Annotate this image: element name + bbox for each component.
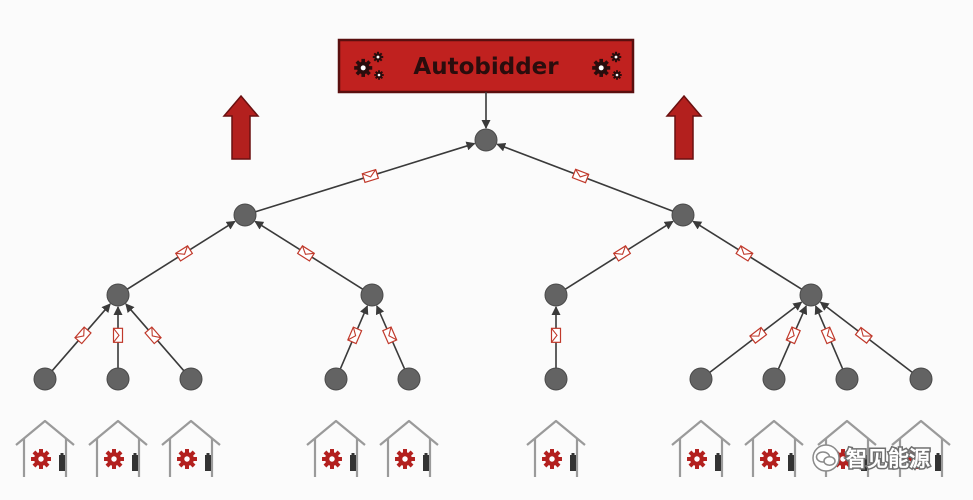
envelope-icon [612,245,632,262]
envelope-icon [854,326,873,344]
tree-node [544,283,568,307]
house-icon [671,419,731,477]
battery-icon [205,453,211,471]
battery-icon [861,453,867,471]
envelope-icon [74,326,92,345]
gear-icon [104,449,124,469]
house-icon [306,419,366,477]
envelope-icon [820,326,836,345]
envelope-icon [296,245,316,262]
battery-icon [935,453,941,471]
house-icon [744,419,804,477]
gear-icon [687,449,707,469]
envelope-icon [785,326,801,345]
envelope-icon [749,326,768,344]
battery-icon [350,453,356,471]
tree-node [360,283,384,307]
tree-node [799,283,823,307]
battery-icon [788,453,794,471]
tree-node [474,128,498,152]
banner-label: Autobidder [413,54,559,80]
tree-node [106,367,130,391]
gear-icon [177,449,197,469]
tree-node [762,367,786,391]
envelope-icon [361,168,380,184]
gear-icon [395,449,415,469]
tree-node [397,367,421,391]
house-icon [379,419,439,477]
battery-icon [570,453,576,471]
gear-icon [542,449,562,469]
house-icon [526,419,586,477]
battery-icon [132,453,138,471]
house-icon [891,419,951,477]
tree-node [324,367,348,391]
tree-node [106,283,130,307]
up-arrow-icon [665,94,703,160]
battery-icon [715,453,721,471]
tree-node [233,203,257,227]
envelope-icon [112,327,124,343]
envelope-icon [144,326,162,345]
houses-layer [15,419,951,477]
battery-icon [423,453,429,471]
house-icon [88,419,148,477]
tree-node [909,367,933,391]
gear-icon [322,449,342,469]
tree-node [33,367,57,391]
up-arrow-icon [222,94,260,160]
nodes-layer [33,128,933,391]
envelope-icon [550,327,562,343]
tree-node [544,367,568,391]
envelope-icon [735,245,754,262]
envelope-icon [382,326,398,345]
envelope-icon [174,245,194,262]
gear-icon [31,449,51,469]
gear-icon [760,449,780,469]
watermark: 智见能源 [812,444,932,473]
envelopes-layer [74,168,873,345]
wechat-icon [812,444,840,472]
house-icon [15,419,75,477]
tree-node [671,203,695,227]
house-icon [161,419,221,477]
watermark-label: 智见能源 [846,447,930,471]
autobidder-banner: Autobidder [337,38,635,94]
tree-node [835,367,859,391]
tree-node [689,367,713,391]
tree-node [179,367,203,391]
envelope-icon [571,168,590,184]
envelope-icon [347,326,363,345]
battery-icon [59,453,65,471]
